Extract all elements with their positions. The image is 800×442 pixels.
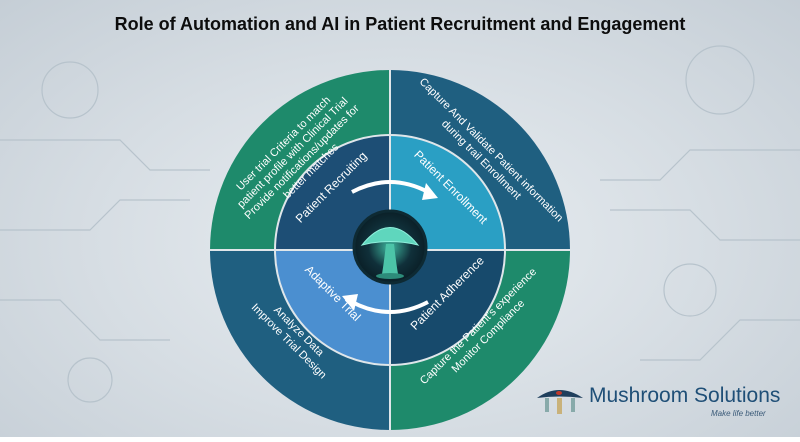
inner-quadrant-top-left — [275, 135, 390, 250]
mushroom-icon — [352, 209, 428, 285]
cycle-arrow-top-head — [422, 183, 438, 200]
cycle-arrow-top — [351, 180, 429, 194]
cycle-arrow-bottom-head — [342, 294, 358, 311]
brand-name: Mushroom Solutions — [589, 384, 781, 407]
inner-quadrant-bottom-left — [275, 250, 390, 365]
cycle-arrow-bottom — [351, 300, 429, 314]
inner-quadrant-top-right — [390, 135, 505, 250]
brand-logo-block: Mushroom Solutions Make life better — [535, 380, 785, 430]
page-title: Role of Automation and AI in Patient Rec… — [114, 14, 686, 34]
mushroom-icon — [537, 390, 583, 414]
inner-quadrant-bottom-right — [390, 250, 505, 365]
brand-tagline: Make life better — [711, 409, 766, 418]
